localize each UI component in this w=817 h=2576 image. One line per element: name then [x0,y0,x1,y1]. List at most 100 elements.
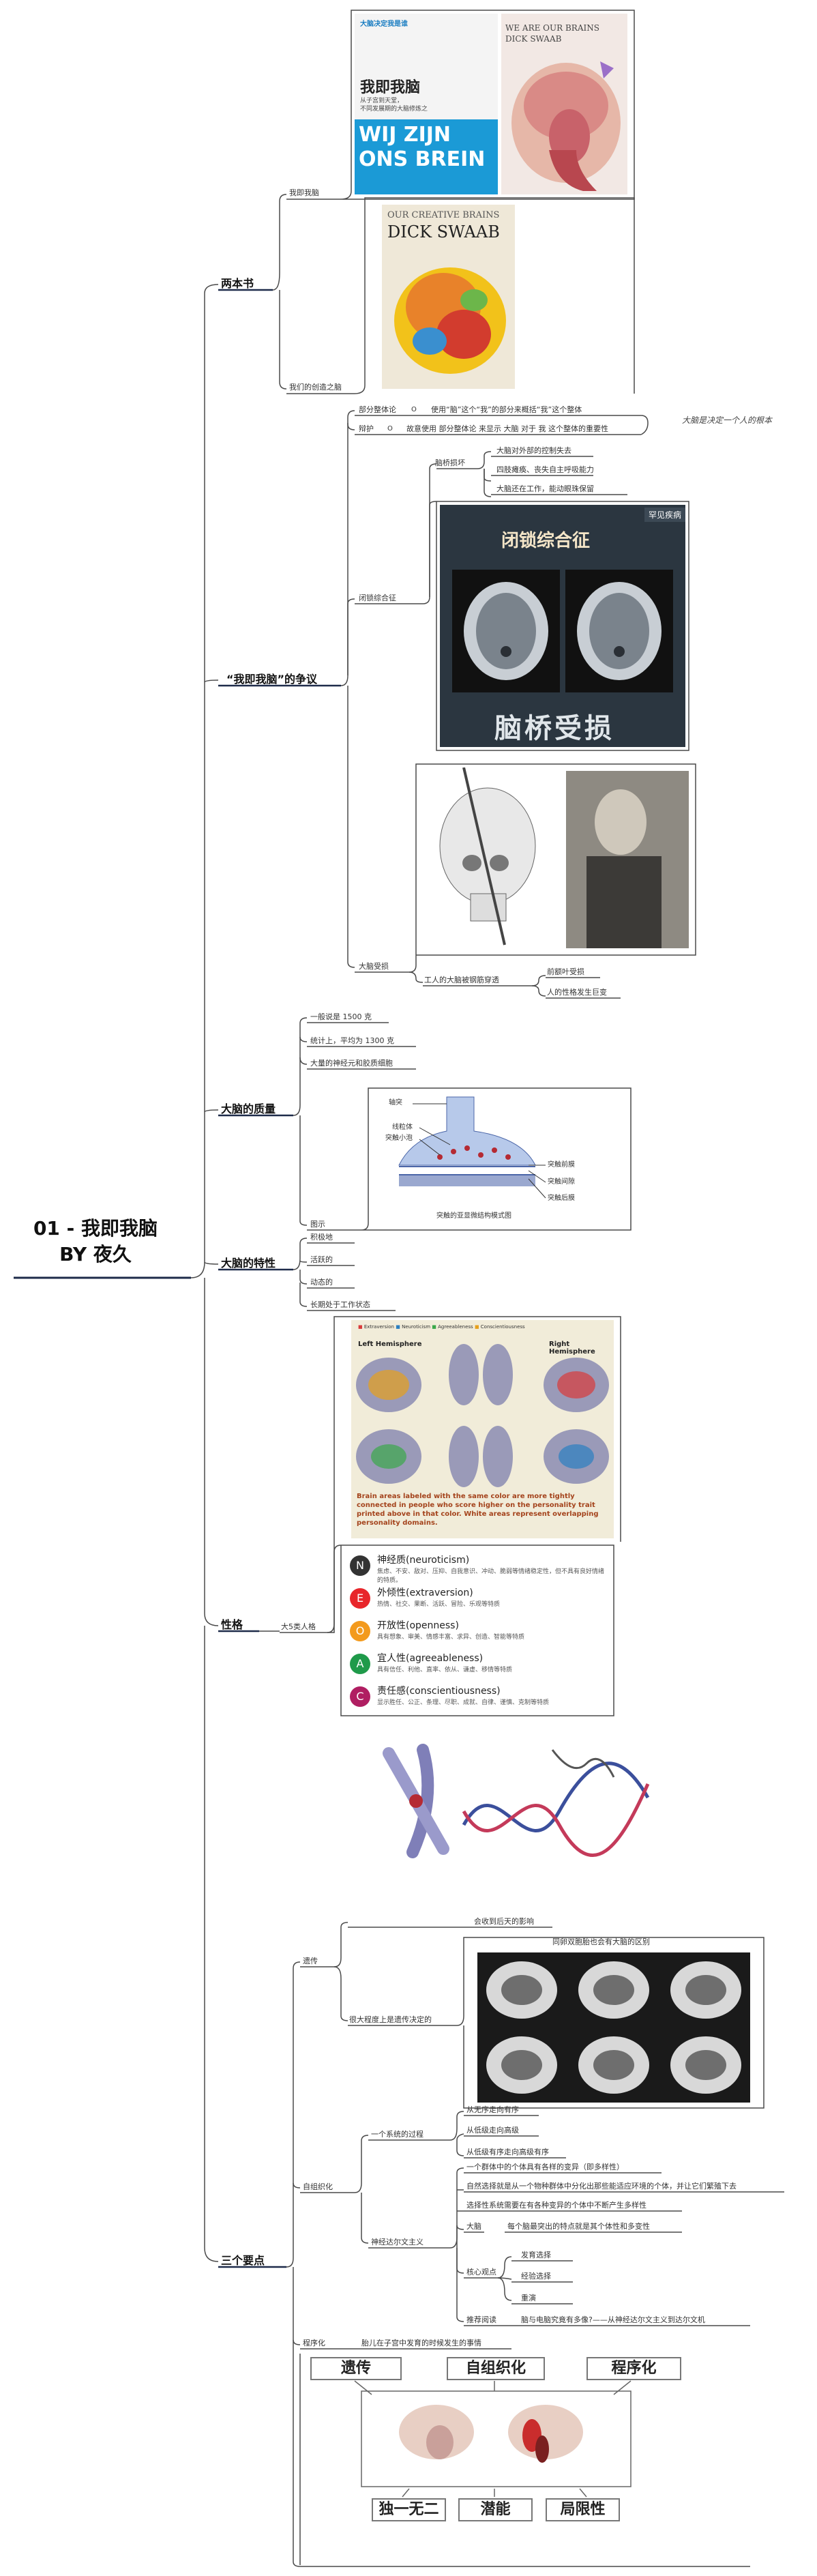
part-whole-label[interactable]: 部分整体论 [359,405,396,414]
big-five-list: N 神经质(neuroticism) 焦虑、不安、敌对、压抑、自我意识、冲动、脆… [344,1549,612,1712]
colorful-brain-illustration [394,267,506,374]
section-quality[interactable]: 大脑的质量 [221,1102,276,1115]
panel-caption: 脑桥受损 [494,713,614,744]
system-item-3: 从低级有序走向高级有序 [466,2148,549,2156]
trait-conscientiousness: C 责任感(conscientiousness) 显示胜任、公正、条理、尽职、成… [344,1682,612,1712]
cover1-title: 我即我脑 [360,79,421,96]
selforg-label[interactable]: 自组织化 [303,2182,333,2191]
feature-item-1: 积极地 [310,1233,333,1242]
agreeableness-icon: A [350,1654,370,1674]
dna-chromosome-illustration [348,1736,662,1862]
feature-item-3: 动态的 [310,1278,333,1287]
refute-desc: 故意使用 部分整体论 来显示 大脑 对于 我 这个整体的重要性 [406,424,608,433]
darwin-item-3: 选择性系统需要在有各种变异的个体中不断产生多样性 [466,2201,647,2210]
cover1-sub1: 从子宫到天堂， [360,98,404,104]
big5-label[interactable]: 大5类人格 [281,1622,316,1631]
box-selforg: 自组织化 [447,2357,545,2380]
cover1-nl1: WIJ ZIJN [359,123,451,147]
cover1-sub2: 不同发展期的大脑修炼之 [360,106,428,113]
cover1-nl2: ONS BREIN [359,147,486,171]
feature-item-2: 活跃的 [310,1255,333,1264]
system-label[interactable]: 一个系统的过程 [371,2130,424,2139]
skull-and-portrait [439,767,689,948]
twin-brain-slices [486,1961,741,2094]
core-item-2: 经验选择 [521,2272,551,2281]
darwin-label[interactable]: 神经达尔文主义 [371,2238,424,2246]
legend-agreeableness: Agreeableness [438,1324,473,1330]
feature-item-4: 长期处于工作状态 [310,1300,370,1309]
trait-desc: 显示胜任、公正、条理、尽职、成就、自律、谨慎、克制等特质 [377,1699,550,1706]
core-item-3: 重演 [521,2294,536,2302]
part-whole-desc: 使用“脑”这个“我”的部分来概括“我”这个整体 [431,405,582,414]
twin-brain-mri [477,1952,750,2103]
stem-damage-label[interactable]: 脑桥损坏 [435,458,465,467]
personality-brain-map: ■ Extraversion ■ Neuroticism ■ Agreeable… [351,1320,614,1538]
quality-item-3: 大量的神经元和胶质细胞 [310,1059,393,1068]
section-debate[interactable]: “我即我脑”的争议 [226,673,318,686]
book1-label[interactable]: 我即我脑 [289,188,319,197]
refute-marker: O [387,425,393,433]
darwin-item-2: 自然选择就是从一个物种群体中分化出那些能适应环境的个体，并让它们繁殖下去 [466,2182,737,2191]
panel-tag: 罕见疾病 [644,508,685,522]
syn-cleft: 突触间隙 [548,1178,575,1186]
stem-item-3: 大脑还在工作，能动眼珠保留 [496,484,594,493]
section-features[interactable]: 大脑的特性 [221,1257,276,1270]
locked-in-label[interactable]: 闭锁综合征 [359,594,396,602]
brainmap-left: Left Hemisphere [358,1341,422,1348]
brain-desc: 每个脑最突出的特点就是其个体性和多变性 [507,2222,650,2231]
synapse-drawing [398,1096,546,1199]
panel-title: 闭锁综合征 [501,531,591,551]
book-cover-wij-zijn: 大脑决定我是谁 我即我脑 从子宫到天堂， 不同发展期的大脑修炼之 WIJ ZIJ… [355,14,498,194]
synapse-diagram: 轴突 线粒体 突触小泡 突触前膜 突触间隙 突触后膜 突触的亚显微结构模式图 [372,1090,627,1227]
section-books[interactable]: 两本书 [221,277,254,290]
phineas-gage-illustration [423,767,692,952]
genetics-item-2: 很大程度上是遗传决定的 [349,2015,432,2024]
brainmap-caption: Brain areas labeled with the same color … [357,1493,599,1527]
root-line2: BY 夜久 [59,1243,132,1265]
brain-label[interactable]: 大脑 [466,2222,481,2231]
trait-name: 外倾性(extraversion) [377,1587,473,1598]
syn-post: 突触后膜 [548,1195,575,1202]
book2-label[interactable]: 我们的创造之脑 [289,383,342,392]
quality-diagram-label[interactable]: 图示 [310,1220,325,1229]
core-label[interactable]: 核心观点 [466,2268,496,2277]
legend-neuroticism: Neuroticism [402,1324,431,1330]
cover2-line2: DICK SWAAB [505,34,562,44]
trait-neuroticism: N 神经质(neuroticism) 焦虑、不安、敌对、压抑、自我意识、冲动、脆… [344,1551,612,1590]
trait-name: 开放性(openness) [377,1620,459,1631]
brain-side-views [399,2405,583,2463]
program-label[interactable]: 程序化 [303,2339,325,2347]
section-three-points[interactable]: 三个要点 [221,2254,265,2267]
openness-icon: O [350,1621,370,1641]
trait-name: 责任感(conscientiousness) [377,1686,501,1697]
brain-injury-label[interactable]: 大脑受损 [359,962,389,971]
cover3-line2: DICK SWAAB [387,222,500,241]
conscientiousness-icon: C [350,1686,370,1707]
twin-label: 同卵双胞胎也会有大脑的区别 [552,1937,650,1946]
book-cover-our-creative-brains: OUR CREATIVE BRAINS DICK SWAAB [382,205,515,389]
trait-name: 宜人性(agreeableness) [377,1653,484,1664]
recommend-label[interactable]: 推荐阅读 [466,2315,496,2324]
legend-extraversion: Extraversion [363,1324,394,1330]
refute-label[interactable]: 辩护 [359,424,374,433]
quality-item-2: 统计上，平均为 1300 克 [310,1036,394,1045]
brainmap-right: Right Hemisphere [549,1341,595,1356]
brain-ct-scans [452,570,673,692]
brainmap-legend: ■ Extraversion ■ Neuroticism ■ Agreeable… [358,1324,525,1330]
brain-sagittal-illustration [511,61,621,191]
core-item-1: 发育选择 [521,2251,551,2259]
genetics-item-1: 会收到后天的影响 [474,1917,534,1926]
syn-axon: 轴突 [389,1099,402,1107]
locked-in-syndrome-panel: 罕见疾病 闭锁综合征 脑桥受损 [440,505,685,747]
genetics-label[interactable]: 遗传 [303,1957,318,1965]
dna-helix-drawing [383,1744,650,1858]
recommend-desc: 脑与电脑究竟有多像?——从神经达尔文主义到达尔文机 [521,2315,705,2324]
section-personality[interactable]: 性格 [221,1618,243,1631]
box-potential: 潜能 [458,2498,533,2521]
book-cover-we-are-our-brains: WE ARE OUR BRAINS DICK SWAAB [501,14,627,194]
worker-label[interactable]: 工人的大脑被钢筋穿透 [424,976,499,984]
darwin-item-1: 一个群体中的个体具有各样的变异（即多样性） [466,2163,624,2171]
root-title: 01 - 我即我脑 BY 夜久 [27,1216,164,1268]
